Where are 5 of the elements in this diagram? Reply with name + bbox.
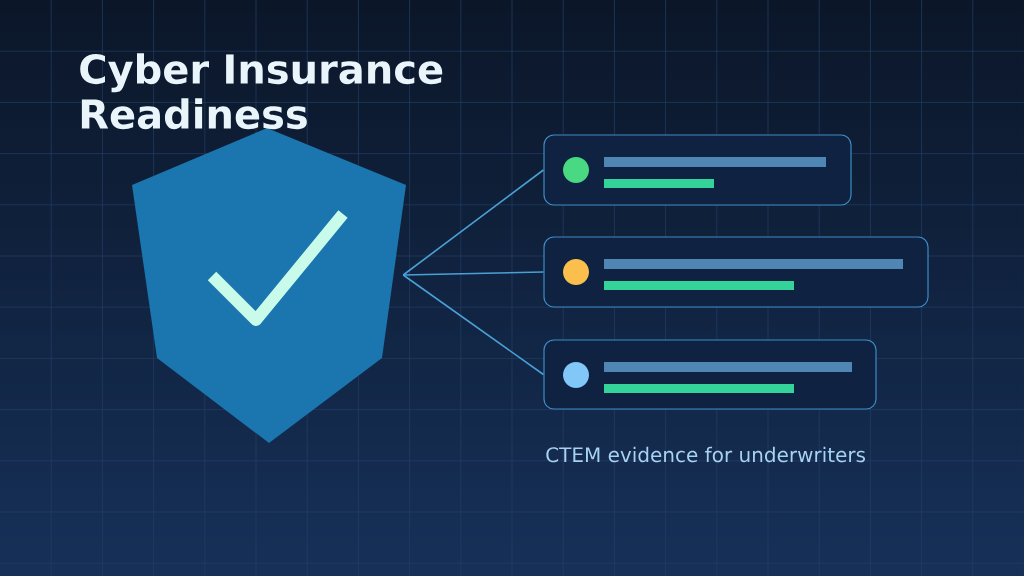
- connector-line: [402, 274, 545, 376]
- connector-line: [402, 271, 545, 276]
- connector-line: [402, 169, 545, 276]
- title: Cyber Insurance Readiness: [80, 53, 443, 130]
- caption: CTEM evidence for underwriters: [546, 446, 866, 463]
